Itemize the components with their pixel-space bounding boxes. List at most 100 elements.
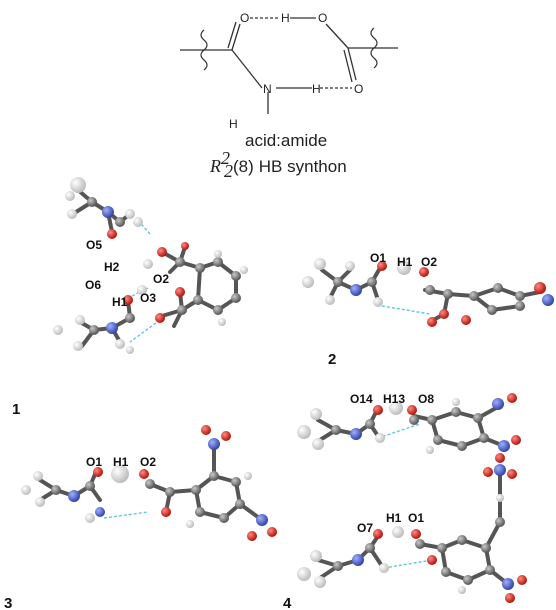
carbon-atom <box>451 407 461 417</box>
hydrogen-atom <box>143 259 153 269</box>
atom-label: H1 <box>113 455 129 469</box>
carbon-atom <box>333 561 343 571</box>
carbon-atom <box>365 543 375 553</box>
scheme-atom: O <box>354 82 363 96</box>
atom-label: O7 <box>357 521 373 535</box>
oxygen-atom <box>411 529 421 539</box>
hydrogen-atom <box>126 346 134 354</box>
carbon-atom <box>89 325 99 335</box>
carbon-atom <box>145 479 155 489</box>
hydrogen-atom <box>186 520 194 528</box>
panel-number: 2 <box>328 351 336 368</box>
hydrogen-atom <box>297 567 311 581</box>
oxygen-atom <box>407 405 417 415</box>
oxygen-atom <box>157 247 167 257</box>
panel-number: 1 <box>12 401 20 418</box>
carbon-atom <box>493 283 503 293</box>
oxygen-atom <box>534 282 546 294</box>
carbon-atom <box>433 435 443 445</box>
atom-label: O3 <box>140 291 156 305</box>
carbon-atom <box>367 277 377 287</box>
notation-sub: 2 <box>224 161 233 181</box>
carbon-atom <box>479 433 489 443</box>
carbon-atom <box>515 291 525 301</box>
notation-sup: 2 <box>221 148 230 168</box>
carbon-atom <box>115 217 125 227</box>
hydrogen-atom <box>133 217 143 227</box>
carbon-atom <box>415 539 425 549</box>
covalent-bond <box>196 266 202 302</box>
hydrogen-atom <box>67 209 77 219</box>
carbon-atom <box>219 513 229 523</box>
atom-label: H2 <box>104 260 120 274</box>
oxygen-atom <box>377 261 387 271</box>
nitrogen-atom <box>350 428 362 440</box>
carbon-atom <box>51 485 61 495</box>
atom-label: O1 <box>370 251 386 265</box>
oxygen-atom <box>505 593 515 603</box>
hydrogen-bond <box>129 319 161 343</box>
hydrogen-atom <box>137 285 147 295</box>
carbon-atom <box>175 257 185 267</box>
scheme-caption: acid:amide <box>245 131 327 150</box>
hydrogen-atom <box>426 446 434 454</box>
hydrogen-atom <box>115 339 125 349</box>
notation-rest: HB synthon <box>259 157 347 176</box>
hydrogen-atom <box>53 325 63 335</box>
carbon-atom <box>487 305 497 315</box>
oxygen-atom <box>511 435 521 445</box>
carbon-atom <box>481 543 491 553</box>
hydrogen-atom <box>218 318 226 326</box>
hydrogen-atom <box>70 177 86 193</box>
nitrogen-atom <box>492 398 504 410</box>
hydrogen-atom <box>214 250 222 258</box>
atom-label: O2 <box>140 455 156 469</box>
hydrogen-atom <box>325 295 335 305</box>
hydrogen-bond <box>103 511 149 519</box>
oxygen-atom <box>495 453 505 463</box>
atom-label: O8 <box>418 392 434 406</box>
hydrogen-atom <box>310 408 322 420</box>
panel-number: 4 <box>283 595 292 610</box>
scheme-atom: O <box>318 11 327 25</box>
nitrogen-atom <box>256 514 268 526</box>
oxygen-atom <box>107 229 117 239</box>
oxygen-atom <box>175 287 185 297</box>
hydrogen-atom <box>297 425 311 439</box>
oxygen-atom <box>155 313 165 323</box>
oxygen-atom <box>201 425 211 435</box>
atom-label: O2 <box>421 255 437 269</box>
hydrogen-atom <box>65 191 75 201</box>
carbon-atom <box>443 289 453 299</box>
atom-label: O1 <box>408 511 424 525</box>
carbon-atom <box>195 507 205 517</box>
carbon-atom <box>437 543 447 553</box>
panel-number: 3 <box>4 595 12 610</box>
hydrogen-bond <box>383 559 433 569</box>
oxygen-atom <box>507 393 517 403</box>
nitrogen-atom <box>498 440 510 452</box>
carbon-atom <box>463 575 473 585</box>
scheme-atom: H <box>229 117 238 131</box>
oxygen-atom <box>461 315 471 325</box>
oxygen-atom <box>161 507 171 517</box>
carbon-atom <box>85 481 95 491</box>
wavy-bond-right <box>370 27 378 69</box>
hydrogen-atom <box>392 526 404 538</box>
hydrogen-atom <box>85 513 95 523</box>
oxygen-atom <box>221 431 231 441</box>
carbon-atom <box>231 293 241 303</box>
oxygen-atom <box>507 469 517 479</box>
hydrogen-atom <box>389 401 403 415</box>
hydrogen-atom <box>458 586 466 594</box>
nitrogen-atom <box>542 294 554 306</box>
hydrogen-atom <box>314 258 326 270</box>
carbon-atom <box>235 499 245 509</box>
carbon-atom <box>333 277 343 287</box>
carbon-atom <box>193 295 203 305</box>
scheme-atom: H <box>281 11 290 25</box>
nitrogen-atom <box>102 206 114 218</box>
